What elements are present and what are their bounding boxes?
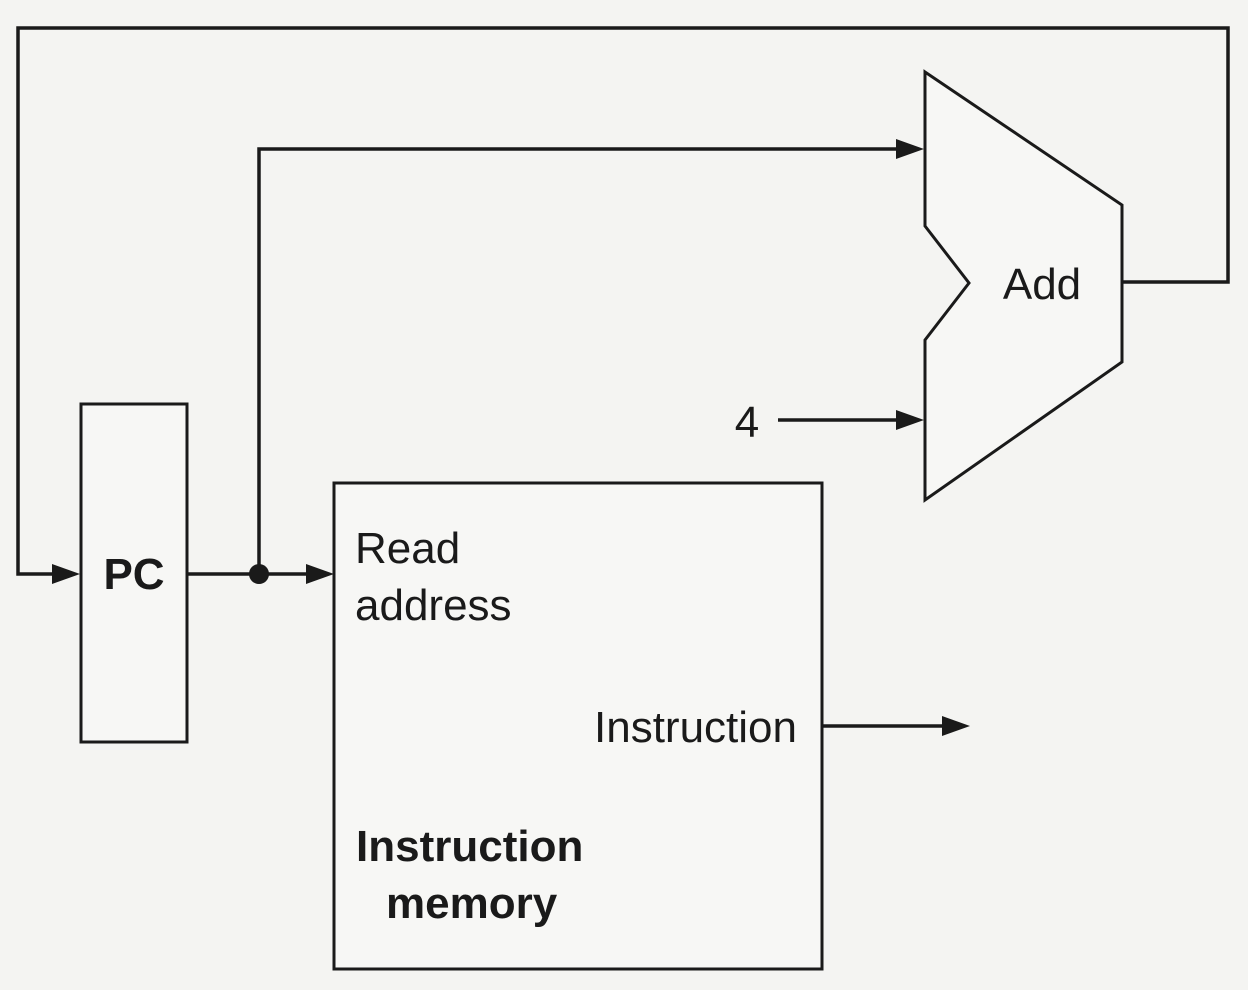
pc-to-adder-wire bbox=[257, 147, 898, 574]
instruction-memory-title-line1: Instruction bbox=[356, 822, 583, 871]
adder-bottom-input-arrowhead bbox=[896, 410, 924, 430]
constant-four-label: 4 bbox=[735, 398, 759, 447]
instruction-memory-title-line2: memory bbox=[386, 879, 558, 928]
instruction-output-arrowhead bbox=[942, 716, 970, 736]
adder-label: Add bbox=[1003, 260, 1081, 309]
read-address-arrowhead bbox=[306, 564, 334, 584]
pc-feedback-wire bbox=[16, 26, 1230, 576]
adder-top-input-arrowhead bbox=[896, 139, 924, 159]
pc-label: PC bbox=[103, 550, 164, 599]
read-address-label-line1: Read bbox=[355, 524, 460, 573]
instruction-output-label: Instruction bbox=[594, 703, 797, 752]
read-address-label-line2: address bbox=[355, 581, 512, 630]
adder-unit bbox=[923, 69, 1124, 503]
pc-input-arrowhead bbox=[52, 564, 80, 584]
instruction-memory-block bbox=[332, 481, 824, 971]
